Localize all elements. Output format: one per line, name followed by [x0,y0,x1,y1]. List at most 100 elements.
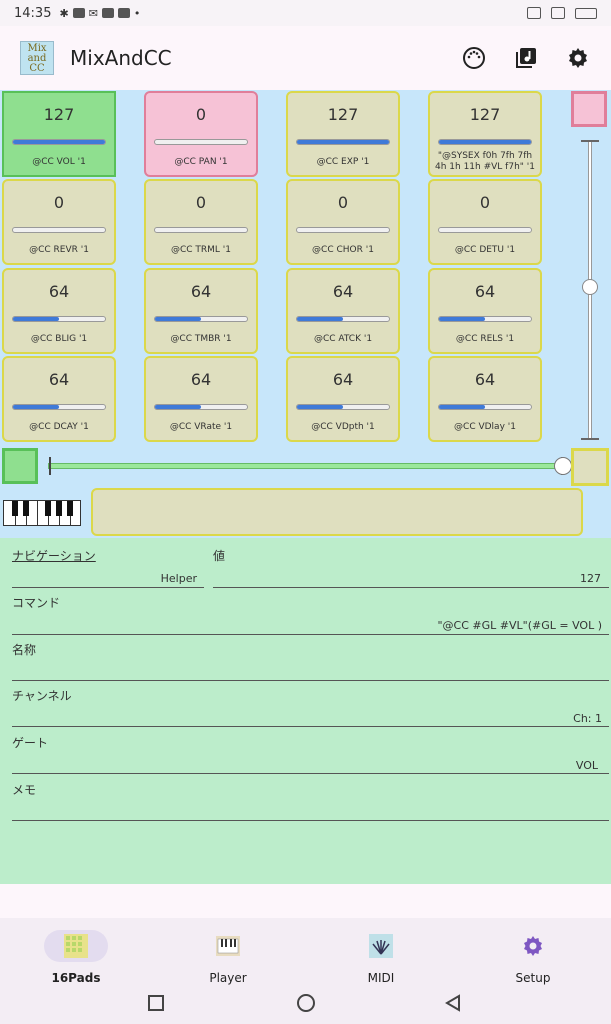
pad-9[interactable]: 64@CC BLIG '1 [2,268,116,354]
gate-label: ゲート [12,736,49,750]
memo-label: メモ [12,783,37,797]
horizontal-slider-thumb[interactable] [554,457,572,475]
channel-field[interactable]: Ch: 1 [573,712,602,725]
pad-value: 64 [332,370,354,389]
pad-4[interactable]: 127"@SYSEX f0h 7fh 7fh 4h 1h 11h #VL f7h… [428,91,542,177]
pad-value: 0 [195,193,207,212]
pad-value: 127 [327,105,359,124]
horizontal-slider-right-pad[interactable] [571,448,609,486]
name-label: 名称 [12,643,37,657]
pad-14[interactable]: 64 @CC VRate '1 [144,356,258,442]
pad-label: @CC DCAY '1 [29,422,89,432]
value-label: 値 [213,549,226,563]
pad-3[interactable]: 127@CC EXP '1 [286,91,400,177]
notification-icons: ✱ ✉ • [59,7,140,20]
midi-port-icon[interactable] [461,45,487,71]
system-navigation-bar [0,988,611,1024]
status-time: 14:35 [14,5,52,21]
helper-field[interactable]: Helper [160,572,197,585]
nav-setup[interactable]: Setup [457,918,609,988]
pad-level-bar [154,227,248,233]
pad-level-bar [154,404,248,410]
youtube-icon-3 [117,8,130,18]
pad-label: @CC RELS '1 [455,334,515,344]
pad-value: 127 [43,105,75,124]
pad-8[interactable]: 0@CC DETU '1 [428,179,542,265]
nav-16pads[interactable]: 16Pads [0,918,152,988]
navigation-link[interactable]: ナビゲーション [12,549,96,563]
gate-field[interactable]: VOL [575,759,598,772]
youtube-icon-2 [101,8,114,18]
pad-2[interactable]: 0 @CC PAN '1 [144,91,258,177]
pad-11[interactable]: 64@CC ATCK '1 [286,268,400,354]
no-sim-icon [527,7,541,19]
vertical-slider-top-pad[interactable] [571,91,607,127]
app-logo: Mix and CC [20,41,54,75]
pad-value: 64 [48,282,70,301]
pad-13[interactable]: 64 @CC DCAY '1 [2,356,116,442]
pad-label: @CC PAN '1 [174,157,228,167]
pad-label: "@SYSEX f0h 7fh 7fh 4h 1h 11h #VL f7h" '… [435,151,535,172]
pad-10[interactable]: 64 @CC TMBR '1 [144,268,258,354]
spacer [0,884,611,918]
horizontal-slider-left-pad[interactable] [2,448,38,484]
app-bar: Mix and CC MixAndCC [0,26,611,90]
pad-level-bar [438,227,532,233]
nav-player[interactable]: Player [152,918,304,988]
pad-level-bar [12,404,106,410]
recents-icon[interactable] [145,992,167,1014]
command-field[interactable]: "@CC #GL #VL"(#GL = VOL ) [437,619,603,632]
pad-level-bar [12,139,106,145]
horizontal-slider-track[interactable] [48,457,564,475]
piano-keyboard-icon[interactable] [3,500,81,526]
channel-label: チャンネル [12,689,72,703]
pad-level-bar [296,404,390,410]
pad-7[interactable]: 0 @CC CHOR '1 [286,179,400,265]
pads-grid-icon [64,934,88,958]
pad-15[interactable]: 64 @CC VDpth '1 [286,356,400,442]
piano-icon [216,936,240,956]
pad-16[interactable]: 64@CC VDlay '1 [428,356,542,442]
wifi-icon [551,7,565,19]
vertical-slider-thumb[interactable] [582,279,598,295]
pad-6[interactable]: 0@CC TRML '1 [144,179,258,265]
dot-icon: • [133,6,141,20]
status-bar: 14:35 ✱ ✉ • [0,0,611,26]
pad-level-bar [438,404,532,410]
pad-level-bar [296,227,390,233]
pad-value: 64 [190,282,212,301]
setup-gear-icon [524,936,542,956]
pad-label: @CC CHOR '1 [312,245,374,255]
gmail-icon: ✉ [88,6,98,20]
pad-label: @CC VRate '1 [169,422,233,432]
command-label: コマンド [12,596,61,610]
pad-level-bar [12,227,106,233]
pad-12[interactable]: 64@CC RELS '1 [428,268,542,354]
home-icon[interactable] [295,992,317,1014]
nav-midi[interactable]: MIDI [305,918,457,988]
pad-label: @CC VDpth '1 [311,422,375,432]
pad-label: @CC TMBR '1 [170,334,232,344]
bottom-navigation: 16Pads Player MIDI Setup [0,918,611,988]
pad-value: 64 [474,370,496,389]
music-library-icon[interactable] [513,45,539,71]
back-icon[interactable] [442,992,464,1014]
app-title: MixAndCC [70,46,172,70]
youtube-icon [72,8,85,18]
bluetooth-icon: ✱ [59,6,69,20]
pad-value: 0 [195,105,207,124]
pad-label: @CC DETU '1 [454,245,516,255]
pad-level-bar [438,139,532,145]
pad-value: 64 [190,370,212,389]
pad-level-bar [12,316,106,322]
pad-level-bar [154,139,248,145]
message-display-box[interactable] [91,488,583,536]
pad-label: @CC REVR '1 [29,245,89,255]
pad-value: 0 [337,193,349,212]
settings-gear-icon[interactable] [565,45,591,71]
pad-value: 64 [48,370,70,389]
pad-label: @CC VOL '1 [32,157,86,167]
pad-1[interactable]: 127 @CC VOL '1 [2,91,116,177]
pad-5[interactable]: 0@CC REVR '1 [2,179,116,265]
value-field[interactable]: 127 [580,572,601,585]
